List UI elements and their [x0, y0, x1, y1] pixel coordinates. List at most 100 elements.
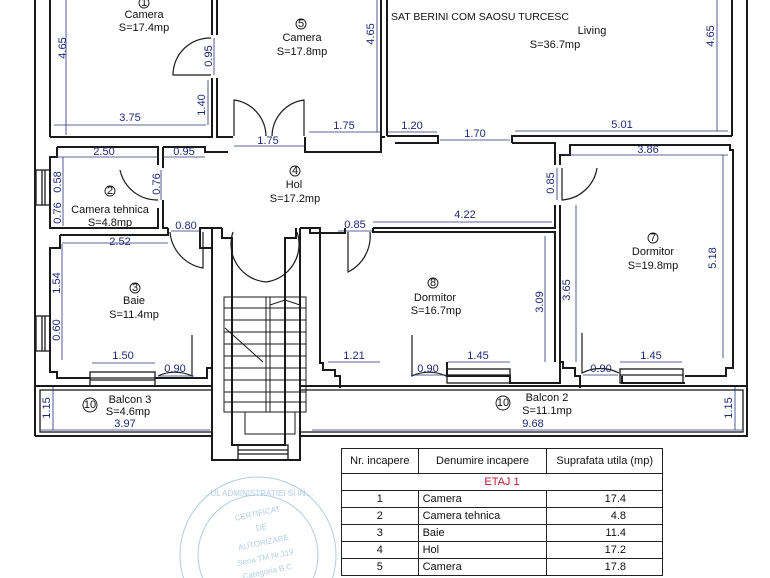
- room-labels: 1 Camera S=17.4mp 5 Camera S=17.8mp Livi…: [71, 0, 678, 418]
- section-row: ETAJ 1: [341, 473, 663, 491]
- dim-label: 1.45: [640, 350, 661, 362]
- room-6-label: Living S=36.7mp: [530, 25, 607, 51]
- table-row: 2 Camera tehnica 4.8: [341, 507, 663, 525]
- table-row: 5 Camera 17.8: [341, 558, 663, 576]
- room-4-label: 4 Hol S=17.2mp: [270, 165, 320, 205]
- dim-label: 1.50: [112, 350, 133, 362]
- dim-label: 0.76: [151, 173, 163, 194]
- dimension-lines: [40, 0, 742, 431]
- dim-label: 0.58: [52, 171, 64, 192]
- cell-name: Camera: [417, 558, 548, 576]
- room-5-label: 5 Camera S=17.8mp: [277, 18, 327, 58]
- svg-text:…UL ADMINISTRATIEI SI IN…: …UL ADMINISTRATIEI SI IN…: [202, 489, 313, 498]
- cell-name: Baie: [417, 524, 548, 542]
- dim-label: 1.75: [333, 120, 354, 132]
- room-2-label: 2 Camera tehnica S=4.8mp: [71, 185, 150, 229]
- dim-label: 0.76: [52, 202, 64, 223]
- dimension-labels: 4.65 3.75 0.95 1.40 1.75 4.65 1.75 1.20 …: [41, 23, 735, 430]
- cell-area: 11.4: [546, 524, 663, 542]
- svg-text:5: 5: [298, 18, 304, 30]
- svg-text:S=11.4mp: S=11.4mp: [109, 309, 159, 321]
- dim-label: 1.15: [723, 397, 735, 418]
- dim-label: 1.45: [467, 350, 488, 362]
- svg-text:S=17.8mp: S=17.8mp: [277, 46, 327, 58]
- cell-nr: 3: [341, 524, 419, 542]
- room-3-label: 3 Baie S=11.4mp: [109, 282, 159, 321]
- svg-text:S=11.1mp: S=11.1mp: [522, 405, 572, 417]
- dim-label: 3.86: [637, 144, 658, 156]
- dim-label: 4.65: [57, 37, 69, 58]
- doors: [119, 37, 620, 377]
- svg-text:4: 4: [292, 165, 298, 177]
- dim-label: 1.21: [343, 350, 364, 362]
- svg-text:CERTIFICAT: CERTIFICAT: [234, 504, 281, 522]
- svg-text:10: 10: [497, 397, 509, 409]
- dim-label: 0.90: [590, 363, 611, 375]
- dim-label: 3.75: [119, 112, 140, 124]
- cell-name: Camera: [417, 490, 548, 508]
- dim-label: 0.90: [417, 363, 438, 375]
- svg-text:10: 10: [84, 399, 96, 411]
- svg-text:Balcon 2: Balcon 2: [526, 392, 569, 404]
- svg-text:S=4.6mp: S=4.6mp: [106, 406, 150, 418]
- dim-label: 4.65: [365, 23, 377, 44]
- section-label: ETAJ 1: [341, 473, 663, 491]
- svg-text:S=19.8mp: S=19.8mp: [628, 260, 678, 272]
- dim-label: 0.90: [164, 363, 185, 375]
- room-area-table: Nr. incapere Denumire incapere Suprafata…: [341, 448, 663, 576]
- dim-label: 1.40: [196, 94, 208, 115]
- dim-label: 0.80: [175, 220, 196, 232]
- dim-label: 1.70: [464, 128, 485, 140]
- dim-label: 1.15: [41, 397, 53, 418]
- dim-label: 0.85: [344, 219, 365, 231]
- balcon-2-label: 10 Balcon 2 S=11.1mp: [495, 392, 572, 417]
- svg-text:Dormitor: Dormitor: [632, 246, 675, 258]
- dim-label: 0.60: [51, 319, 63, 340]
- svg-text:S=17.2mp: S=17.2mp: [270, 193, 320, 205]
- table-row: 1 Camera 17.4: [341, 490, 663, 508]
- location-header: SAT BERINI COM SAOSU TURCESC: [391, 11, 569, 23]
- cell-area: 17.8: [546, 558, 663, 576]
- svg-text:3: 3: [132, 282, 138, 294]
- cell-nr: 1: [341, 490, 419, 508]
- cell-area: 4.8: [546, 507, 663, 525]
- dim-label: 1.75: [257, 135, 278, 147]
- room-7-label: 7 Dormitor S=19.8mp: [628, 232, 678, 272]
- svg-text:Baie: Baie: [123, 295, 145, 307]
- dim-label: 0.95: [173, 146, 194, 158]
- staircase: [223, 296, 307, 435]
- svg-text:S=17.4mp: S=17.4mp: [119, 22, 169, 34]
- cell-nr: 4: [341, 541, 419, 559]
- dim-label: 2.52: [109, 236, 130, 248]
- svg-text:Camera: Camera: [124, 9, 164, 21]
- room-8-label: 8 Dormitor S=16.7mp: [411, 277, 461, 317]
- cell-nr: 5: [341, 558, 419, 576]
- outer-walls: [34, 0, 748, 461]
- dim-label: 9.68: [522, 418, 543, 430]
- cell-nr: 2: [341, 507, 419, 525]
- svg-text:S=16.7mp: S=16.7mp: [411, 305, 461, 317]
- cell-name: Camera tehnica: [417, 507, 548, 525]
- col-header-name: Denumire incapere: [417, 448, 548, 474]
- svg-text:Dormitor: Dormitor: [414, 292, 457, 304]
- dim-label: 2.50: [93, 146, 114, 158]
- svg-text:1: 1: [141, 0, 147, 9]
- cell-area: 17.4: [546, 490, 663, 508]
- dim-label: 3.09: [534, 291, 546, 312]
- svg-text:8: 8: [430, 277, 436, 289]
- dim-label: 3.65: [561, 279, 573, 300]
- dim-label: 3.97: [114, 418, 135, 430]
- svg-text:7: 7: [650, 232, 656, 244]
- svg-text:DE: DE: [255, 522, 268, 533]
- certification-stamp: …UL ADMINISTRATIEI SI IN… CERTIFICAT DE …: [179, 476, 337, 578]
- svg-text:S=36.7mp: S=36.7mp: [530, 39, 580, 51]
- dim-label: 5.18: [707, 247, 719, 268]
- col-header-area: Suprafata utila (mp): [546, 448, 663, 474]
- dim-label: 1.54: [51, 272, 63, 293]
- svg-text:Camera: Camera: [282, 32, 322, 44]
- col-header-nr: Nr. incapere: [341, 448, 419, 474]
- cell-area: 17.2: [546, 541, 663, 559]
- table-row: 3 Baie 11.4: [341, 524, 663, 542]
- svg-text:Camera tehnica: Camera tehnica: [71, 204, 150, 216]
